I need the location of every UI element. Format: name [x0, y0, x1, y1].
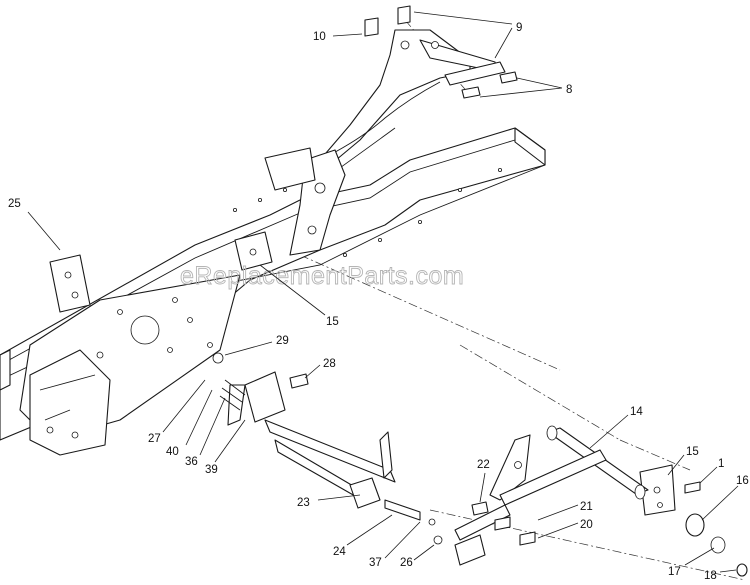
callout-15-lower: 15: [686, 446, 699, 458]
callout-25: 25: [8, 198, 21, 210]
mounting-plates: [49, 231, 676, 516]
callout-27: 27: [148, 433, 161, 445]
leader-lines: [27, 11, 739, 573]
frame-center-hole: [130, 315, 160, 345]
upper-lift-arm: [264, 5, 518, 256]
plate-25-shape: [49, 254, 91, 313]
callout-8: 8: [566, 84, 572, 96]
callout-29: 29: [276, 335, 289, 347]
lower-linkage: [212, 352, 443, 545]
watermark-text: eReplacementParts.com: [180, 262, 464, 290]
callout-10: 10: [313, 31, 326, 43]
callout-40: 40: [166, 446, 179, 458]
callout-16: 16: [736, 475, 749, 487]
callout-22: 22: [477, 459, 490, 471]
callout-36: 36: [185, 456, 198, 468]
callout-15-upper: 15: [326, 316, 339, 328]
cross-shaft-assembly: [454, 425, 748, 577]
callout-9: 9: [516, 22, 522, 34]
callout-20: 20: [580, 519, 593, 531]
main-frame: [0, 127, 546, 456]
callout-18: 18: [704, 570, 717, 582]
callout-24: 24: [333, 546, 346, 558]
callout-17: 17: [668, 566, 681, 578]
callout-1: 1: [718, 458, 724, 470]
callouts: 10 9 8 25 15 29 28 27 40 36 39 14 22 15 …: [8, 22, 749, 582]
callout-28: 28: [323, 358, 336, 370]
callout-14: 14: [630, 406, 643, 418]
callout-23: 23: [297, 497, 310, 509]
callout-37: 37: [369, 557, 382, 569]
callout-26: 26: [400, 557, 413, 569]
clip-10-shape: [364, 17, 379, 37]
callout-39: 39: [205, 464, 218, 476]
callout-21: 21: [580, 501, 593, 513]
